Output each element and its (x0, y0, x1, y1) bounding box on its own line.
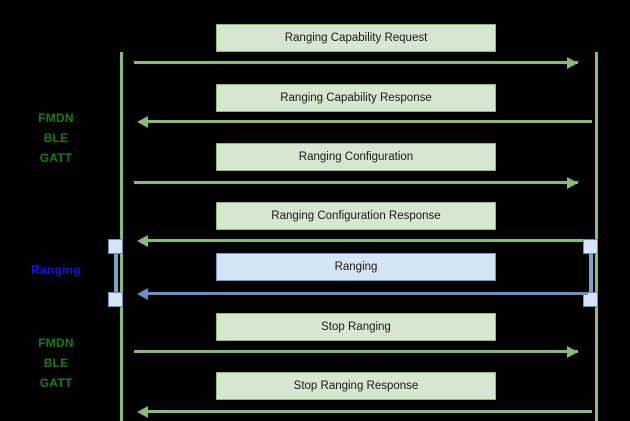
message-arrowhead-left-2 (137, 115, 148, 128)
message-arrowhead-left-7 (137, 405, 148, 418)
message-arrow-line-4 (148, 239, 592, 242)
message-arrowhead-left-4 (137, 234, 148, 247)
message-label-stop-ranging: Stop Ranging (216, 313, 496, 341)
message-arrowhead-right-1 (567, 56, 578, 69)
message-arrowhead-right-6 (567, 345, 578, 358)
message-arrow-line-7 (148, 410, 592, 413)
activation-bar-left (114, 247, 118, 299)
message-label-ranging-capability-response: Ranging Capability Response (216, 84, 496, 112)
message-label-ranging: Ranging (216, 253, 496, 281)
phase-label-ranging: Ranging (31, 263, 81, 277)
phase-label-fmdn-ble-gatt-top: FMDN BLE GATT (38, 111, 74, 165)
phase-label-fmdn-ble-gatt-bottom: FMDN BLE GATT (38, 336, 74, 390)
message-label-ranging-configuration: Ranging Configuration (216, 143, 496, 171)
message-label-stop-ranging-response: Stop Ranging Response (216, 372, 496, 400)
message-label-ranging-configuration-response: Ranging Configuration Response (216, 202, 496, 230)
message-arrow-line-6 (134, 350, 578, 353)
message-arrow-line-2 (148, 120, 592, 123)
left-lifeline (120, 52, 123, 421)
activation-box-right-end (583, 292, 598, 307)
activation-box-right-start (583, 239, 598, 254)
right-lifeline (595, 52, 598, 421)
message-arrow-line-1 (134, 61, 578, 64)
activation-bar-right (589, 247, 593, 299)
activation-box-left-end (108, 292, 123, 307)
message-arrow-line-5 (148, 292, 588, 295)
message-arrowhead-left-5 (137, 287, 148, 300)
message-label-ranging-capability-request: Ranging Capability Request (216, 24, 496, 52)
activation-box-left-start (108, 239, 123, 254)
message-arrow-line-3 (134, 181, 578, 184)
message-arrowhead-right-3 (567, 176, 578, 189)
